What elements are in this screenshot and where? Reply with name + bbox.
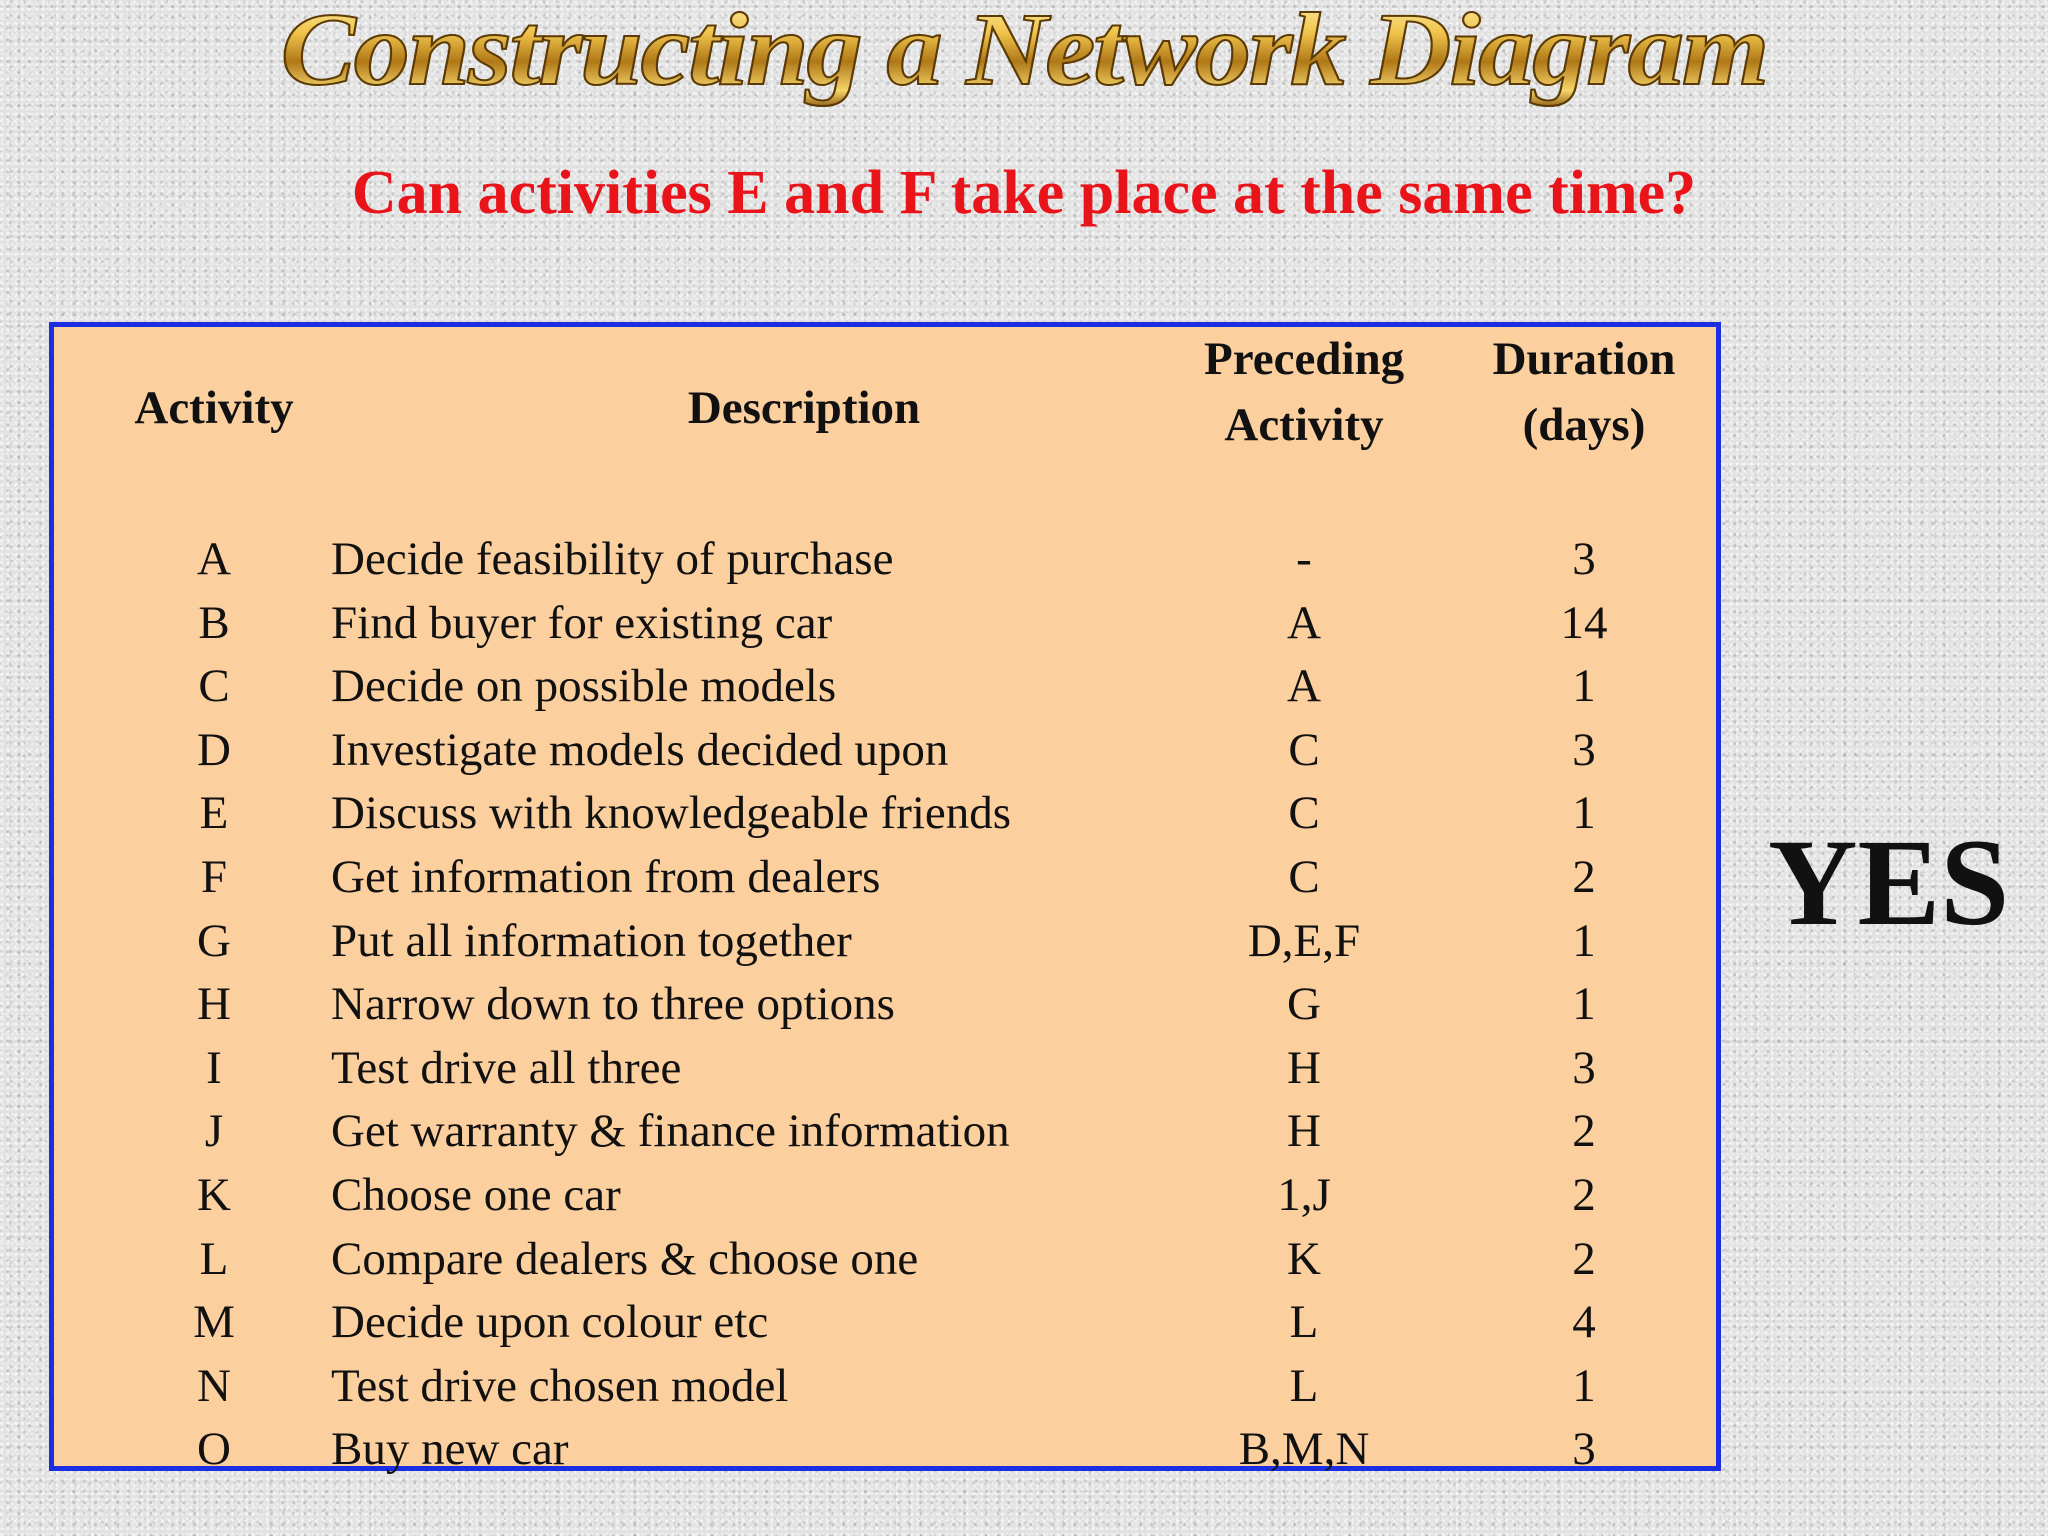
table-row: J Get warranty & finance information H 2	[54, 1099, 1716, 1163]
table-row: K Choose one car 1,J 2	[54, 1163, 1716, 1227]
header-preceding-line2: Activity	[1224, 399, 1384, 451]
row-duration: 3	[1572, 723, 1596, 776]
row-duration: 2	[1572, 1169, 1596, 1221]
row-preceding: G	[1287, 978, 1321, 1031]
row-description: Discuss with knowledgeable friends	[331, 787, 1012, 840]
table-row: A Decide feasibility of purchase - 3	[54, 527, 1716, 591]
row-duration: 2	[1572, 1105, 1596, 1158]
row-preceding: A	[1287, 596, 1321, 649]
table-row: L Compare dealers & choose one K 2	[54, 1227, 1716, 1291]
row-preceding: A	[1287, 660, 1321, 713]
row-description: Compare dealers & choose one	[331, 1232, 919, 1285]
table-row: N Test drive chosen model L 1	[54, 1354, 1716, 1418]
row-duration: 1	[1572, 660, 1596, 713]
row-activity: G	[197, 914, 231, 967]
row-description: Test drive chosen model	[331, 1359, 789, 1412]
answer-text: YES	[1768, 814, 2010, 951]
table-row: M Decide upon colour etc L 4	[54, 1290, 1716, 1354]
row-preceding: 1,J	[1277, 1169, 1331, 1221]
slide-title: Constructing a Network Diagram	[0, 0, 2048, 108]
row-activity: L	[199, 1232, 229, 1285]
row-duration: 1	[1572, 1359, 1596, 1412]
table-row: C Decide on possible models A 1	[54, 654, 1716, 718]
row-duration: 2	[1572, 851, 1596, 903]
row-preceding: L	[1289, 1359, 1319, 1412]
row-preceding: B,M,N	[1238, 1423, 1370, 1476]
table-row: I Test drive all three H 3	[54, 1036, 1716, 1100]
row-activity: I	[206, 1041, 222, 1094]
row-preceding: C	[1288, 787, 1320, 840]
row-activity: K	[197, 1169, 231, 1221]
question-text: Can activities E and F take place at the…	[351, 159, 1697, 227]
row-description: Choose one car	[331, 1169, 621, 1221]
row-description: Decide on possible models	[331, 660, 837, 713]
row-description: Test drive all three	[331, 1041, 682, 1094]
header-duration-line2: (days)	[1522, 399, 1646, 451]
row-preceding: C	[1288, 851, 1320, 903]
row-duration: 1	[1572, 787, 1596, 840]
row-activity: B	[198, 596, 230, 649]
row-duration: 1	[1572, 978, 1596, 1031]
row-preceding: -	[1296, 533, 1312, 585]
row-preceding: H	[1287, 1041, 1321, 1094]
row-preceding: K	[1287, 1232, 1321, 1285]
row-description: Decide upon colour etc	[331, 1296, 769, 1349]
row-description: Buy new car	[331, 1423, 569, 1476]
table-row: F Get information from dealers C 2	[54, 845, 1716, 909]
row-activity: E	[199, 787, 229, 840]
row-description: Investigate models decided upon	[331, 723, 949, 776]
table-row: O Buy new car B,M,N 3	[54, 1417, 1716, 1481]
header-duration: Duration (days)	[1484, 326, 1684, 458]
row-duration: 4	[1572, 1296, 1596, 1349]
row-activity: A	[197, 533, 231, 585]
header-preceding-line1: Preceding	[1204, 333, 1405, 385]
header-activity: Activity	[114, 375, 314, 441]
row-duration: 3	[1572, 1041, 1596, 1094]
row-activity: O	[197, 1423, 231, 1476]
row-duration: 2	[1572, 1232, 1596, 1285]
row-duration: 3	[1572, 533, 1596, 585]
header-description-label: Description	[687, 382, 921, 434]
row-preceding: C	[1288, 723, 1320, 776]
row-duration: 1	[1572, 914, 1596, 967]
row-activity: F	[200, 851, 228, 903]
header-activity-label: Activity	[134, 382, 294, 434]
row-duration: 3	[1572, 1423, 1596, 1476]
table-row: G Put all information together D,E,F 1	[54, 909, 1716, 973]
row-preceding: H	[1287, 1105, 1321, 1158]
header-duration-line1: Duration	[1492, 333, 1676, 385]
row-description: Get warranty & finance information	[331, 1105, 1010, 1158]
row-description: Put all information together	[331, 914, 852, 967]
row-preceding: D,E,F	[1247, 914, 1361, 967]
table-row: D Investigate models decided upon C 3	[54, 718, 1716, 782]
header-preceding: Preceding Activity	[1204, 326, 1404, 458]
row-activity: M	[193, 1296, 235, 1349]
row-duration: 14	[1560, 596, 1608, 649]
row-activity: J	[204, 1105, 224, 1158]
row-activity: D	[197, 723, 231, 776]
row-description: Narrow down to three options	[331, 978, 895, 1031]
row-description: Decide feasibility of purchase	[331, 533, 894, 585]
row-activity: H	[197, 978, 231, 1031]
table-row: B Find buyer for existing car A 14	[54, 591, 1716, 655]
row-preceding: L	[1289, 1296, 1319, 1349]
row-description: Find buyer for existing car	[331, 596, 833, 649]
row-description: Get information from dealers	[331, 851, 881, 903]
activity-table: Activity Description Preceding Activity …	[49, 322, 1721, 1475]
row-activity: N	[197, 1359, 231, 1412]
header-description: Description	[504, 375, 1104, 441]
row-activity: C	[198, 660, 230, 713]
table-row: H Narrow down to three options G 1	[54, 972, 1716, 1036]
table-row: E Discuss with knowledgeable friends C 1	[54, 781, 1716, 845]
